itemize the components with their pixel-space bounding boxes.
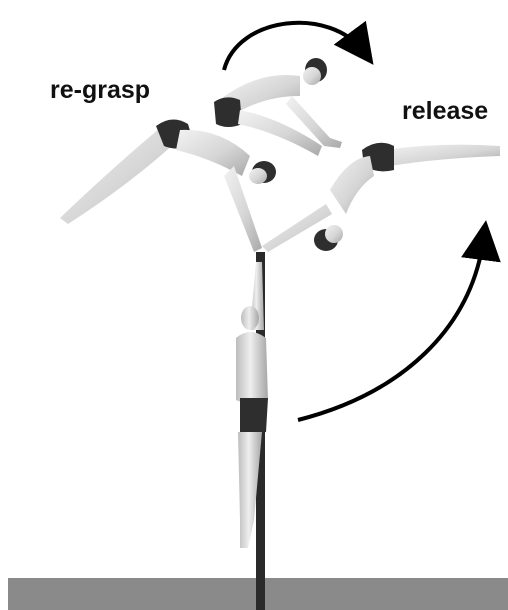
gymnast-regrasp bbox=[60, 119, 276, 252]
rotation-arrow-flight bbox=[224, 23, 364, 70]
gymnast-release bbox=[262, 143, 500, 252]
gymnast-flight-middle bbox=[214, 58, 342, 156]
label-release: release bbox=[402, 97, 488, 126]
swing-arrow bbox=[298, 236, 484, 420]
label-regrasp: re-grasp bbox=[50, 76, 150, 105]
